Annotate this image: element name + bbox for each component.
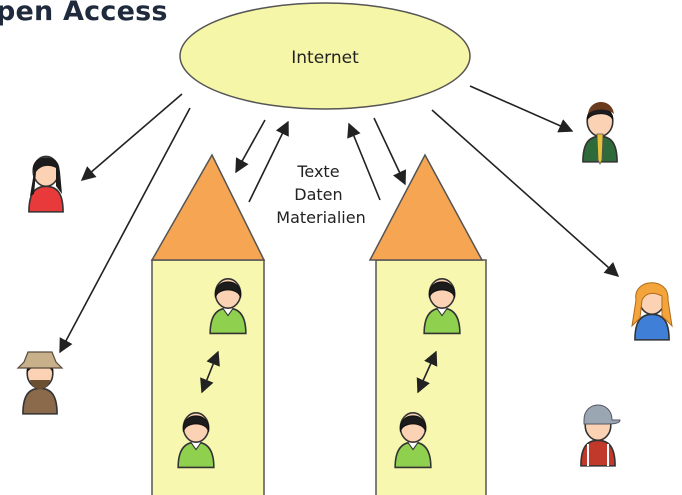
arrow-to-user-blue — [431, 109, 620, 277]
internet-label: Internet — [291, 48, 359, 68]
arrows — [59, 85, 620, 394]
arrow-cloud-to-left-tower — [235, 119, 266, 174]
label-daten: Daten — [294, 185, 342, 204]
arrow-left-tower-to-cloud — [248, 120, 289, 203]
label-materialien: Materialien — [276, 208, 365, 227]
page-title: pen Access — [0, 0, 168, 27]
arrow-left-tower-exchange — [200, 350, 220, 394]
label-texte: Texte — [296, 162, 339, 181]
tower-right-roof — [368, 153, 484, 261]
user-hat-icon — [16, 351, 64, 415]
arrow-right-tower-to-cloud — [347, 122, 381, 201]
user-cap-icon — [580, 404, 621, 467]
arrow-to-user-green — [469, 85, 574, 133]
arrow-to-user-hat — [59, 107, 191, 354]
user-blue-icon — [631, 282, 673, 341]
user-green-icon — [582, 102, 618, 165]
arrow-cloud-to-right-tower — [373, 117, 407, 186]
arrow-to-user-red — [80, 93, 183, 181]
user-red-icon — [28, 155, 64, 213]
tower-left — [150, 153, 266, 495]
internet-cloud — [179, 2, 471, 110]
center-label: Texte Daten Materialien — [276, 162, 365, 227]
arrow-right-tower-exchange — [416, 350, 438, 394]
tower-left-roof — [150, 153, 266, 261]
